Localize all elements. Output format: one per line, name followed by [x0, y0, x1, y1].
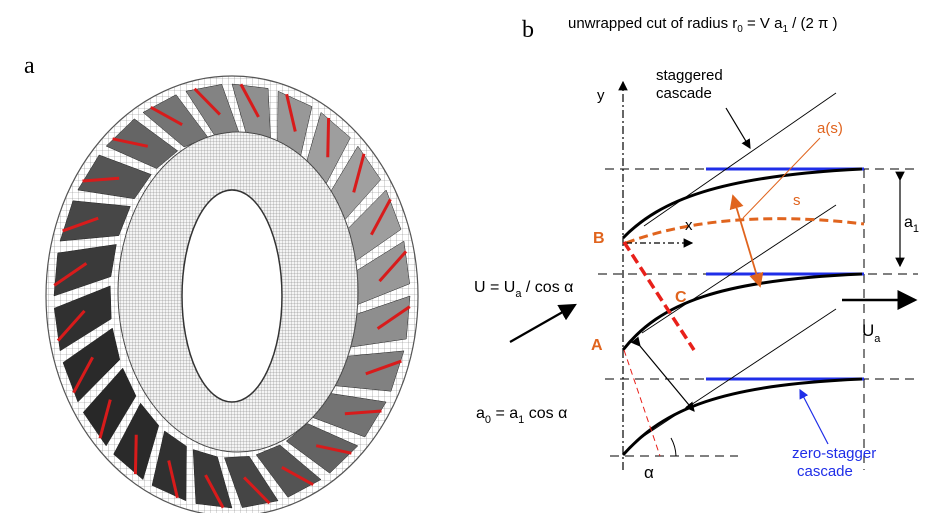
point-b-label: B	[593, 230, 605, 247]
rotor-blade	[59, 200, 131, 242]
blade-tip	[72, 356, 94, 394]
staggered-arrow	[725, 107, 751, 150]
a1-label: a1	[904, 214, 919, 235]
staggered-blade-3	[621, 377, 863, 456]
blade-tip	[53, 262, 88, 287]
a-of-s-arrow	[729, 194, 764, 288]
rotor-blade	[224, 456, 279, 508]
chord-line-2	[641, 204, 837, 334]
alpha-arc	[670, 437, 677, 457]
blade-tip	[326, 117, 331, 158]
zero-stagger-arrow	[799, 388, 829, 445]
blade-tip	[150, 106, 183, 126]
rotor-blade	[77, 154, 152, 200]
panel-a: a	[24, 53, 419, 513]
zero-stagger-label-line1: zero-stagger	[792, 445, 876, 462]
hub-opening	[181, 189, 283, 403]
blade-tip	[239, 83, 260, 118]
chord-line-1	[643, 92, 837, 227]
chord-line-3	[637, 308, 837, 441]
panel-a-label: a	[24, 53, 35, 79]
blade-tip	[378, 250, 408, 283]
blade-tip	[285, 93, 297, 132]
staggered-label-line2: cascade	[656, 85, 712, 102]
point-c-label: C	[675, 289, 687, 306]
panel-b-title: unwrapped cut of radius r0 = V a1 / (2 π…	[568, 15, 838, 35]
blade-tip	[133, 434, 138, 475]
blade-tip	[167, 460, 179, 499]
blade-tip	[281, 466, 314, 486]
blade-tip	[98, 399, 112, 439]
blade-tip	[370, 198, 392, 236]
blade-tip	[56, 309, 86, 342]
blade-tip	[352, 153, 366, 193]
blade-tip	[315, 444, 352, 455]
rotor-blade	[53, 244, 117, 297]
blade-tip	[204, 474, 225, 509]
rotor-drawing	[45, 75, 419, 513]
zero-stagger-label-line2: cascade	[797, 463, 853, 480]
blade-tip	[376, 305, 411, 330]
mean-line-s	[625, 217, 865, 245]
staggered-blade-2	[621, 272, 863, 351]
panel-b-label: b	[522, 17, 534, 43]
blade-tip	[193, 87, 221, 116]
a-of-s-leader	[742, 137, 821, 219]
staggered-blade-1	[621, 167, 863, 240]
alpha-label: α	[644, 463, 654, 482]
blade-tip	[243, 476, 271, 505]
staggered-label-line1: staggered	[656, 67, 723, 84]
a0-dimension	[630, 336, 695, 412]
blade-tip	[365, 359, 402, 376]
inflow-label: U = Ua / cos α	[474, 279, 573, 300]
a-of-s-label: a(s)	[817, 120, 843, 137]
point-a-label: A	[591, 337, 603, 354]
axial-flow-label: Ua	[862, 321, 881, 345]
a0-label: a0 = a1 cos α	[476, 405, 567, 426]
blade-tip	[82, 176, 120, 183]
x-label: x	[685, 217, 693, 234]
inflow-arrow	[509, 303, 577, 343]
s-label: s	[793, 192, 801, 209]
blade-tip	[344, 409, 382, 416]
blade-tip	[112, 137, 149, 148]
blade-tips	[53, 83, 411, 509]
rotor-blade	[54, 285, 112, 352]
line-b-to-c	[622, 241, 696, 351]
blade-tip	[62, 216, 99, 233]
a0-extension	[623, 349, 661, 457]
rotor-blade	[192, 449, 233, 509]
panel-b: b unwrapped cut of radius r0 = V a1 / (2…	[474, 15, 919, 482]
y-axis-label: y	[597, 87, 605, 104]
